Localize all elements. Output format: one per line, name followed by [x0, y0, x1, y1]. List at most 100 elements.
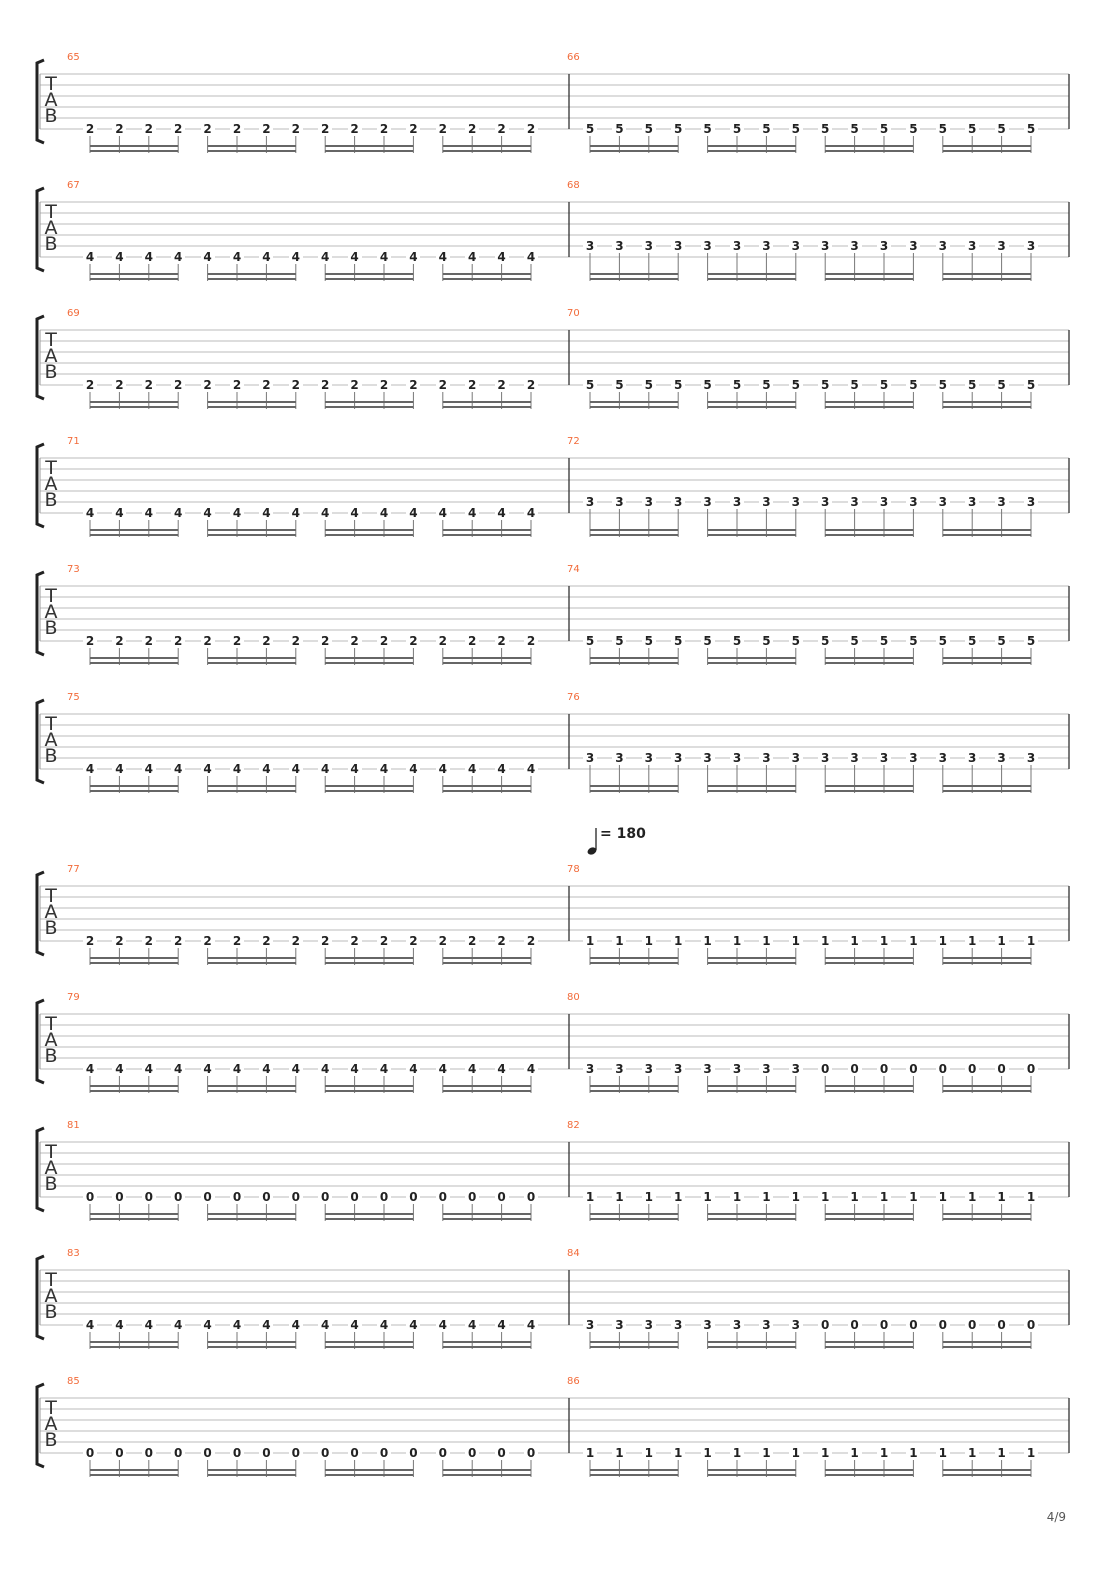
tab-system: [35, 870, 1070, 965]
fret-number: 1: [906, 1191, 921, 1203]
fret-number: 2: [377, 123, 391, 135]
fret-number: 4: [435, 507, 450, 519]
tab-clef-letter: A: [44, 1285, 58, 1307]
fret-number: 5: [759, 123, 774, 135]
fret-number: 0: [494, 1191, 509, 1203]
fret-number: 0: [465, 1447, 480, 1459]
fret-number: 3: [612, 1319, 627, 1331]
fret-number: 5: [1024, 379, 1038, 391]
fret-number: 1: [671, 1447, 686, 1459]
fret-number: 2: [171, 123, 186, 135]
fret-number: 2: [435, 635, 450, 647]
fret-number: 3: [906, 240, 921, 252]
measure-number: 82: [567, 1120, 580, 1131]
fret-number: 2: [200, 379, 215, 391]
fret-number: 4: [141, 507, 156, 519]
fret-number: 0: [935, 1319, 950, 1331]
fret-number: 4: [465, 251, 480, 263]
system-bracket: [35, 998, 45, 1085]
fret-number: 5: [906, 379, 921, 391]
fret-number: 5: [818, 635, 833, 647]
tab-clef-letter: B: [44, 1045, 58, 1067]
fret-number: 1: [730, 1191, 744, 1203]
fret-number: 0: [877, 1319, 891, 1331]
fret-number: 4: [524, 507, 538, 519]
tab-system: [35, 698, 1070, 793]
fret-number: 2: [406, 635, 421, 647]
tab-clef-letter: B: [44, 617, 58, 639]
fret-number: 1: [700, 1191, 715, 1203]
fret-number: 4: [200, 251, 215, 263]
fret-number: 5: [818, 379, 833, 391]
fret-number: 5: [759, 379, 774, 391]
fret-number: 4: [435, 1063, 450, 1075]
fret-number: 5: [583, 123, 597, 135]
fret-number: 5: [847, 123, 862, 135]
fret-number: 0: [347, 1191, 362, 1203]
fret-number: 0: [141, 1191, 156, 1203]
fret-number: 2: [141, 635, 156, 647]
fret-number: 3: [641, 752, 656, 764]
fret-number: 3: [700, 1319, 715, 1331]
fret-number: 1: [965, 935, 980, 947]
fret-number: 0: [1024, 1063, 1038, 1075]
fret-number: 3: [935, 752, 950, 764]
fret-number: 3: [788, 496, 803, 508]
system-bracket: [35, 698, 45, 785]
fret-number: 4: [112, 763, 127, 775]
fret-number: 1: [1024, 935, 1038, 947]
fret-number: 4: [141, 1319, 156, 1331]
fret-number: 4: [259, 763, 274, 775]
fret-number: 3: [788, 1063, 803, 1075]
fret-number: 2: [171, 379, 186, 391]
fret-number: 4: [259, 1319, 274, 1331]
fret-number: 3: [700, 1063, 715, 1075]
fret-number: 2: [465, 379, 480, 391]
measure-number: 69: [67, 308, 80, 319]
fret-number: 5: [759, 635, 774, 647]
fret-number: 1: [935, 1191, 950, 1203]
fret-number: 1: [818, 1447, 833, 1459]
tab-clef-letter: A: [44, 729, 58, 751]
fret-number: 2: [347, 635, 362, 647]
fret-number: 3: [906, 496, 921, 508]
fret-number: 3: [730, 1319, 744, 1331]
tab-system: [35, 1382, 1070, 1477]
fret-number: 1: [994, 935, 1009, 947]
fret-number: 0: [994, 1063, 1009, 1075]
fret-number: 4: [259, 251, 274, 263]
fret-number: 4: [465, 507, 480, 519]
fret-number: 2: [406, 935, 421, 947]
fret-number: 4: [141, 1063, 156, 1075]
fret-number: 1: [583, 1191, 597, 1203]
fret-number: 4: [112, 251, 127, 263]
fret-number: 1: [1024, 1447, 1038, 1459]
fret-number: 4: [83, 507, 97, 519]
fret-number: 2: [230, 123, 244, 135]
measure-number: 75: [67, 692, 80, 703]
fret-number: 4: [200, 1319, 215, 1331]
tab-clef-letter: T: [45, 457, 57, 479]
tab-clef-letter: T: [45, 1141, 57, 1163]
fret-number: 1: [906, 1447, 921, 1459]
fret-number: 2: [83, 935, 97, 947]
tab-clef-letter: A: [44, 89, 58, 111]
tab-system: [35, 1254, 1070, 1349]
tab-clef-letter: B: [44, 233, 58, 255]
tab-clef-letter: T: [45, 1013, 57, 1035]
fret-number: 3: [671, 1063, 686, 1075]
tab-clef-letter: T: [45, 713, 57, 735]
fret-number: 4: [406, 251, 421, 263]
fret-number: 1: [994, 1447, 1009, 1459]
fret-number: 2: [112, 635, 127, 647]
fret-number: 4: [347, 763, 362, 775]
fret-number: 5: [700, 635, 715, 647]
measure-number: 84: [567, 1248, 580, 1259]
fret-number: 2: [288, 123, 303, 135]
fret-number: 4: [435, 763, 450, 775]
fret-number: 2: [465, 123, 480, 135]
fret-number: 0: [847, 1063, 862, 1075]
fret-number: 2: [524, 635, 538, 647]
fret-number: 3: [671, 496, 686, 508]
tab-system: [35, 1126, 1070, 1221]
